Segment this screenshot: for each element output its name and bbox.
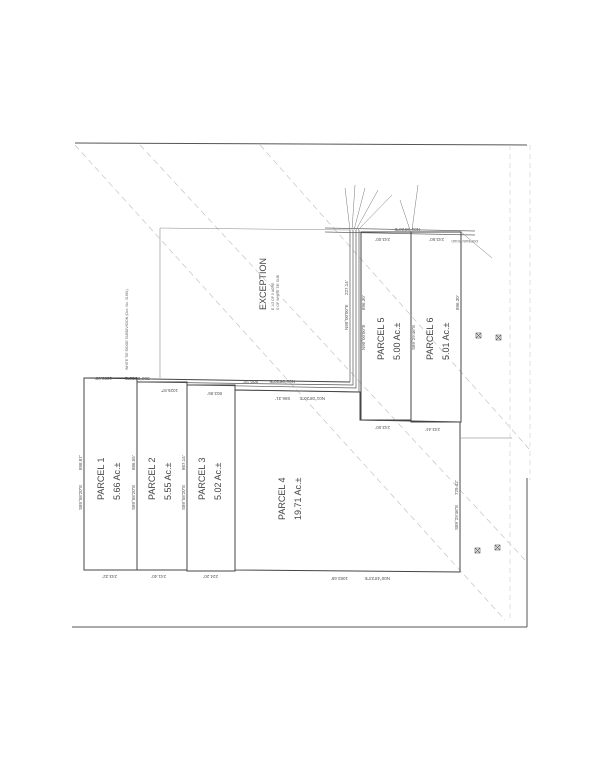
frame-top [74, 142, 528, 146]
svg-text:729.42': 729.42' [454, 480, 459, 495]
svg-text:224.20': 224.20' [203, 574, 218, 579]
parcel-4-boundary [234, 389, 461, 573]
svg-text:S89°58'20"E: S89°58'20"E [131, 485, 136, 510]
svg-text:243.00': 243.00' [375, 237, 390, 242]
svg-text:5.00 Ac.±: 5.00 Ac.± [392, 322, 402, 360]
svg-text:S89°29'46"E: S89°29'46"E [411, 325, 416, 350]
parcel-3-boundary [186, 384, 236, 572]
svg-text:800.18': 800.18' [243, 379, 258, 384]
svg-text:N90°00'00"E: N90°00'00"E [344, 304, 349, 330]
svg-text:S89°29'46"E: S89°29'46"E [454, 505, 459, 530]
parcel-5-label: PARCEL 5 [376, 317, 386, 360]
leader-lines [344, 184, 493, 259]
utility-markers [474, 332, 502, 554]
svg-text:896.30': 896.30' [455, 295, 460, 310]
parcel-3-label: PARCEL 3 [197, 457, 207, 500]
exception-label: EXCEPTION [258, 258, 268, 310]
svg-text:898.87': 898.87' [78, 455, 83, 470]
svg-text:N90°00'00"E: N90°00'00"E [361, 324, 366, 350]
svg-text:243.50': 243.50' [429, 237, 444, 242]
svg-text:N01°08'20"E: N01°08'20"E [269, 379, 295, 384]
parcel-4-label: PARCEL 4 [277, 477, 287, 520]
parcel-1-boundary [83, 377, 138, 571]
svg-text:N01°08'20"E: N01°08'20"E [394, 227, 420, 232]
svg-text:896.30': 896.30' [361, 295, 366, 310]
svg-text:886.55': 886.55' [131, 455, 136, 470]
svg-text:1025.87': 1025.87' [161, 388, 178, 393]
parcel-2-boundary [136, 381, 188, 571]
svg-text:867.14': 867.14' [181, 455, 186, 470]
svg-text:1082.65': 1082.65' [331, 576, 348, 581]
svg-text:243.44': 243.44' [425, 427, 440, 432]
svg-text:N00°48'23"E: N00°48'23"E [364, 576, 390, 581]
svg-text:5.02 Ac.±: 5.02 Ac.± [213, 462, 223, 500]
parcel-5-boundary [360, 231, 412, 421]
diagonal-dashed-lines [74, 144, 531, 621]
svg-text:S89°58'20"E: S89°58'20"E [78, 485, 83, 510]
svg-text:241.40': 241.40' [151, 574, 166, 579]
svg-text:5.66 Ac.±: 5.66 Ac.± [112, 462, 122, 500]
easement-lines [136, 230, 360, 393]
parcel-6-label: PARCEL 6 [425, 317, 435, 360]
parcel-1-label: PARCEL 1 [96, 457, 106, 500]
svg-text:596.31': 596.31' [275, 396, 290, 401]
svg-text:227.14': 227.14' [344, 280, 349, 295]
road-label: DORMAN ROAD [451, 239, 478, 243]
svg-text:243.00': 243.00' [375, 425, 390, 430]
parcel-6-boundary [410, 231, 462, 423]
svg-text:5.01 Ac.±: 5.01 Ac.± [441, 322, 451, 360]
svg-text:19.71 Ac.±: 19.71 Ac.± [293, 477, 303, 520]
svg-text:5.55 Ac.±: 5.55 Ac.± [163, 462, 173, 500]
parcel-2-label: PARCEL 2 [147, 457, 157, 500]
svg-text:E 1/2 OF 5 ACRE: E 1/2 OF 5 ACRE [271, 282, 275, 310]
subdivision-label: WHITE TIE RIDGE SUBDIVISION (Doc. No. 31… [125, 289, 129, 370]
svg-text:803.95': 803.95' [207, 391, 222, 396]
svg-text:S89°58'20"E: S89°58'20"E [181, 485, 186, 510]
svg-text:243.32': 243.32' [102, 574, 117, 579]
svg-text:N01°08'20"E: N01°08'20"E [299, 396, 325, 401]
svg-text:S OF WHITE TIE SUB: S OF WHITE TIE SUB [276, 274, 280, 310]
